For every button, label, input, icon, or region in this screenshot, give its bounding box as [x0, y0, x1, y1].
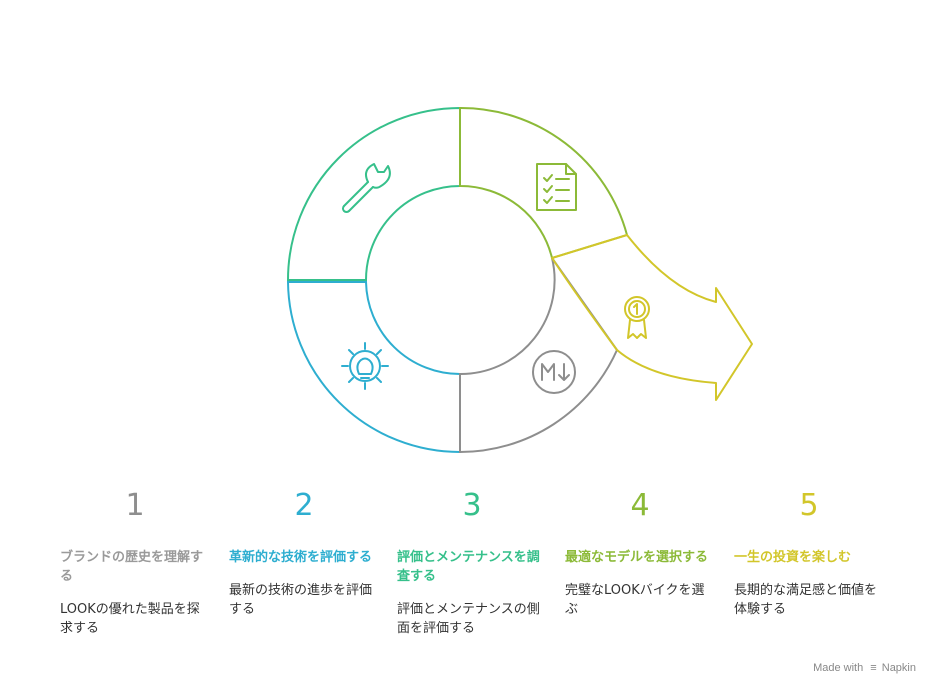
step-number: 3 — [462, 488, 482, 523]
checklist-icon — [536, 163, 577, 211]
m-down-icon — [532, 350, 576, 394]
step-number: 4 — [630, 488, 650, 523]
step-3: 3 評価とメンテナンスを調査する 評価とメンテナンスの側面を評価する — [397, 488, 547, 638]
arrow-step5 — [551, 234, 753, 401]
step-description: 最新の技術の進歩を評価する — [229, 583, 373, 617]
brand-name: Napkin — [881, 662, 916, 674]
wrench-icon — [341, 163, 391, 214]
segment-step4 — [459, 106, 629, 260]
step-description: 評価とメンテナンスの側面を評価する — [397, 602, 540, 636]
step-number: 1 — [125, 488, 145, 523]
medal-icon — [624, 296, 650, 339]
step-description: 長期的な満足感と価値を体験する — [734, 583, 878, 617]
napkin-logo-icon: ≡ — [870, 662, 877, 674]
step-description: 完璧なLOOKバイクを選ぶ — [565, 583, 705, 617]
gear-bulb-icon — [341, 342, 389, 390]
step-number: 5 — [799, 488, 819, 523]
step-title: 革新的な技術を評価する — [229, 550, 373, 565]
step-title: 評価とメンテナンスを調査する — [397, 550, 540, 584]
step-title: ブランドの歴史を理解する — [60, 550, 204, 584]
made-with-napkin[interactable]: Made with ≡ Napkin — [813, 662, 916, 674]
brand-prefix: Made with — [813, 662, 864, 674]
segment-step1 — [459, 257, 619, 454]
spiral-diagram — [286, 106, 753, 454]
step-number: 2 — [294, 488, 314, 523]
step-title: 一生の投資を楽しむ — [734, 550, 852, 565]
step-description: LOOKの優れた製品を探求する — [60, 602, 200, 636]
step-1: 1 ブランドの歴史を理解する LOOKの優れた製品を探求する — [60, 488, 210, 638]
step-2: 2 革新的な技術を評価する 最新の技術の進歩を評価する — [229, 488, 379, 619]
step-4: 4 最適なモデルを選択する 完璧なLOOKバイクを選ぶ — [565, 488, 715, 619]
segment-step3 — [286, 106, 461, 281]
segment-step2 — [286, 281, 461, 454]
step-title: 最適なモデルを選択する — [565, 550, 709, 565]
step-5: 5 一生の投資を楽しむ 長期的な満足感と価値を体験する — [734, 488, 884, 619]
